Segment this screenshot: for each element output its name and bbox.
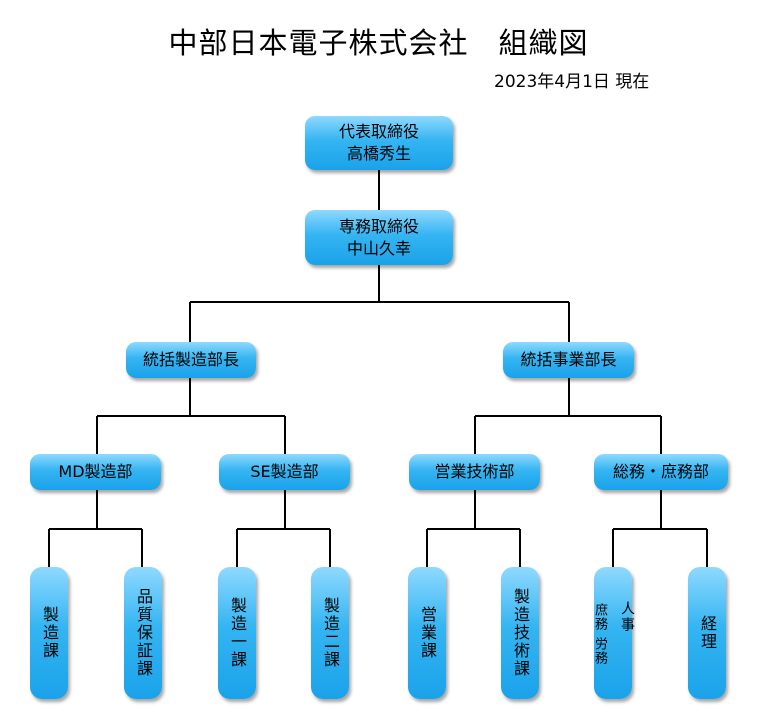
section-manufacturing-1-box: 製造一課 (218, 567, 256, 699)
md-role: 専務取締役 (338, 216, 419, 236)
section-accounting-label: 経理 (698, 615, 717, 651)
section-manufacturing-2-box: 製造二課 (311, 567, 349, 699)
gm-business-label: 統括事業部長 (520, 350, 617, 369)
gm-manufacturing-box: 統括製造部長 (126, 342, 256, 378)
dept-general-affairs-box: 総務・庶務部 (594, 454, 728, 490)
gm-business-box: 統括事業部長 (503, 342, 634, 378)
section-sales-label: 営業課 (418, 606, 437, 660)
page-title: 中部日本電子株式会社 組織図 (168, 26, 589, 60)
section-quality-box: 品質保証課 (124, 567, 162, 699)
section-mfg-tech-label: 製造技術課 (511, 588, 530, 678)
dept-se-box: SE製造部 (219, 454, 350, 490)
dept-md-label: MD製造部 (58, 462, 133, 481)
section-accounting-box: 経理 (688, 567, 726, 699)
dept-sales-tech-box: 営業技術部 (409, 454, 540, 490)
section-hr-box: 人事 庶務 労務 (592, 567, 635, 699)
section-manufacturing-1-label: 製造一課 (228, 597, 247, 669)
managing-director-box: 専務取締役 中山久幸 (305, 210, 453, 265)
gm-manufacturing-label: 統括製造部長 (142, 350, 239, 369)
section-hr-label: 人事 (619, 601, 635, 633)
section-sales-box: 営業課 (408, 567, 446, 699)
section-manufacturing-box: 製造課 (30, 567, 68, 699)
section-mfg-tech-box: 製造技術課 (501, 567, 539, 699)
dept-general-affairs-label: 総務・庶務部 (612, 462, 709, 481)
section-labor-label: 労務 (592, 637, 607, 665)
section-manufacturing-2-label: 製造二課 (321, 597, 340, 669)
dept-md-box: MD製造部 (30, 454, 161, 490)
ceo-role: 代表取締役 (338, 122, 419, 141)
as-of-date: 2023年4月1日 現在 (494, 72, 650, 92)
section-general-affairs-label: 庶務 (592, 603, 607, 631)
ceo-name: 高橋秀生 (346, 144, 411, 163)
section-manufacturing-label: 製造課 (40, 606, 59, 660)
dept-se-label: SE製造部 (250, 462, 319, 481)
md-name: 中山久幸 (346, 238, 411, 258)
ceo-box: 代表取締役 高橋秀生 (305, 116, 453, 170)
section-quality-label: 品質保証課 (134, 588, 153, 678)
dept-sales-tech-label: 営業技術部 (434, 462, 515, 481)
